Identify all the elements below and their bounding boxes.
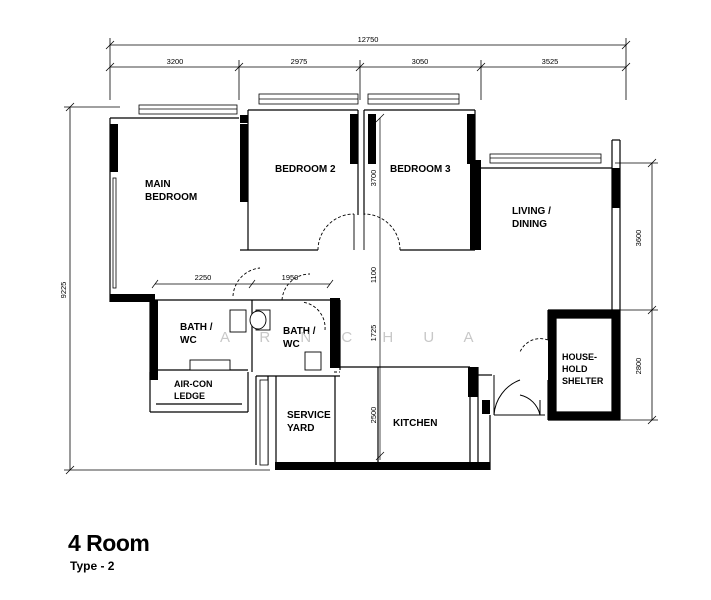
- walls-solid: [110, 114, 620, 470]
- bath-fixtures: [189, 309, 322, 371]
- label-shelter-3: SHELTER: [562, 376, 604, 386]
- dim-inner-1: 3700: [369, 170, 378, 187]
- dim-top-3: 3050: [412, 57, 429, 66]
- walls-outline: [109, 109, 621, 470]
- label-living-2: DINING: [512, 219, 547, 230]
- doors: [232, 213, 549, 373]
- inner-dim-lines: [151, 113, 385, 461]
- dim-right-2: 2800: [634, 358, 643, 375]
- watermark: A R N C H U A: [220, 329, 487, 346]
- label-shelter-2: HOLD: [562, 364, 588, 374]
- dim-top-2: 2975: [291, 57, 308, 66]
- dim-inner-4: 2500: [369, 407, 378, 424]
- label-bath-2b: WC: [283, 339, 300, 350]
- dim-overall-width: 12750: [358, 35, 379, 44]
- label-bath-2a: BATH /: [283, 326, 316, 337]
- label-living-1: LIVING /: [512, 206, 551, 217]
- dim-right-1: 3600: [634, 230, 643, 247]
- windows: [112, 93, 602, 466]
- label-bath-1a: BATH /: [180, 322, 213, 333]
- label-main-bedroom-1: MAIN: [145, 179, 171, 190]
- label-service-2: YARD: [287, 423, 314, 434]
- dim-inner-3: 1725: [369, 325, 378, 342]
- label-main-bedroom-2: BEDROOM: [145, 192, 197, 203]
- label-shelter-1: HOUSE-: [562, 352, 597, 362]
- label-bedroom-2: BEDROOM 2: [275, 164, 336, 175]
- dim-overall-height: 9225: [59, 282, 68, 299]
- right-dimensions: [615, 158, 658, 425]
- top-dimensions: [105, 38, 631, 100]
- dim-top-4: 3525: [542, 57, 559, 66]
- dim-bath-1: 2250: [195, 273, 212, 282]
- dim-inner-2: 1100: [369, 267, 378, 283]
- plan-title: 4 Room: [68, 530, 150, 556]
- label-aircon-2: LEDGE: [174, 391, 205, 401]
- label-bath-1b: WC: [180, 335, 197, 346]
- dim-top-1: 3200: [167, 57, 184, 66]
- plan-subtitle: Type - 2: [70, 559, 115, 573]
- entrance-door: [493, 375, 545, 416]
- dim-bath-2: 1950: [282, 273, 299, 282]
- label-aircon-1: AIR-CON: [174, 379, 213, 389]
- left-dimension: [64, 102, 270, 475]
- label-service-1: SERVICE: [287, 410, 331, 421]
- label-bedroom-3: BEDROOM 3: [390, 164, 451, 175]
- label-kitchen: KITCHEN: [393, 418, 437, 429]
